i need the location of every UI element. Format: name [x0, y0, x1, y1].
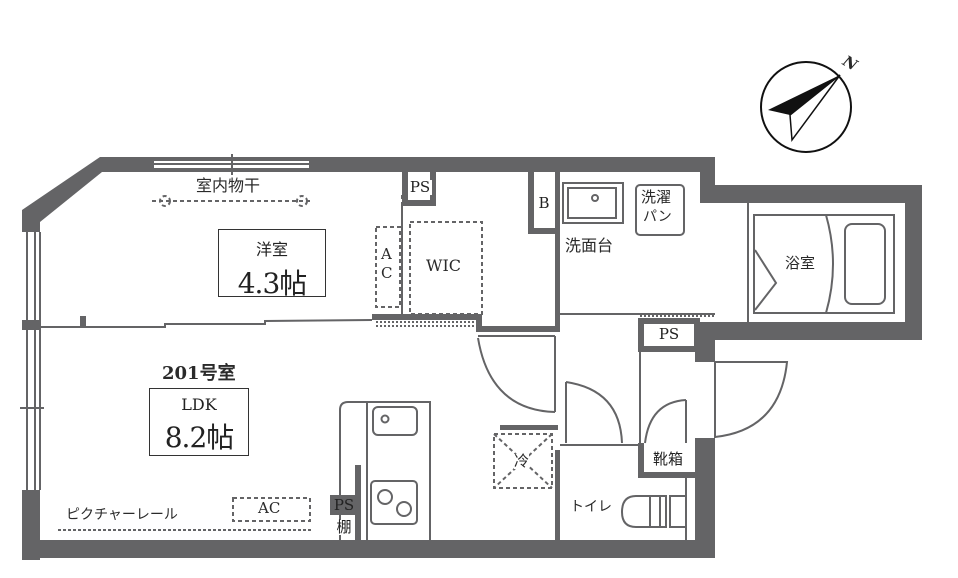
shelf-label: 棚 [333, 520, 355, 535]
bathroom-label: 浴室 [785, 254, 816, 272]
ac-western-c: C [381, 264, 393, 282]
western-room-size: 4.3帖 [237, 267, 308, 300]
washer-pan-label-2: パン [643, 209, 672, 225]
indoor-drying-label: 室内物干 [196, 176, 261, 195]
compass-needle-icon [768, 74, 841, 143]
wic-label: WIC [426, 256, 462, 275]
b-label: B [535, 196, 553, 211]
ac-western-a: A [381, 245, 392, 263]
ldk-room-name: LDK [181, 395, 217, 414]
ps-kitchen-label: PS [333, 496, 355, 514]
shoe-box-label: 靴箱 [646, 452, 690, 467]
walls [22, 157, 922, 560]
western-room-label-box: 洋室 4.3帖 [218, 229, 326, 300]
fridge-label: 冷 [514, 452, 530, 470]
unit-name: 201号室 [162, 363, 236, 384]
ldk-room-size: 8.2帖 [164, 421, 235, 454]
ps-mid-label: PS [646, 327, 692, 342]
dashed-lines [58, 195, 715, 531]
toilet-label: トイレ [570, 499, 612, 515]
thin-lines [20, 61, 895, 545]
picture-rail-label: ピクチャーレール [66, 507, 178, 523]
western-room-name: 洋室 [255, 240, 288, 259]
washroom-label: 洗面台 [565, 236, 614, 255]
ldk-label-box: LDK 8.2帖 [149, 388, 249, 456]
ac-ldk-label: AC [258, 499, 281, 517]
washer-pan-label-1: 洗濯 [641, 188, 672, 206]
ps-top-label: PS [408, 178, 432, 196]
